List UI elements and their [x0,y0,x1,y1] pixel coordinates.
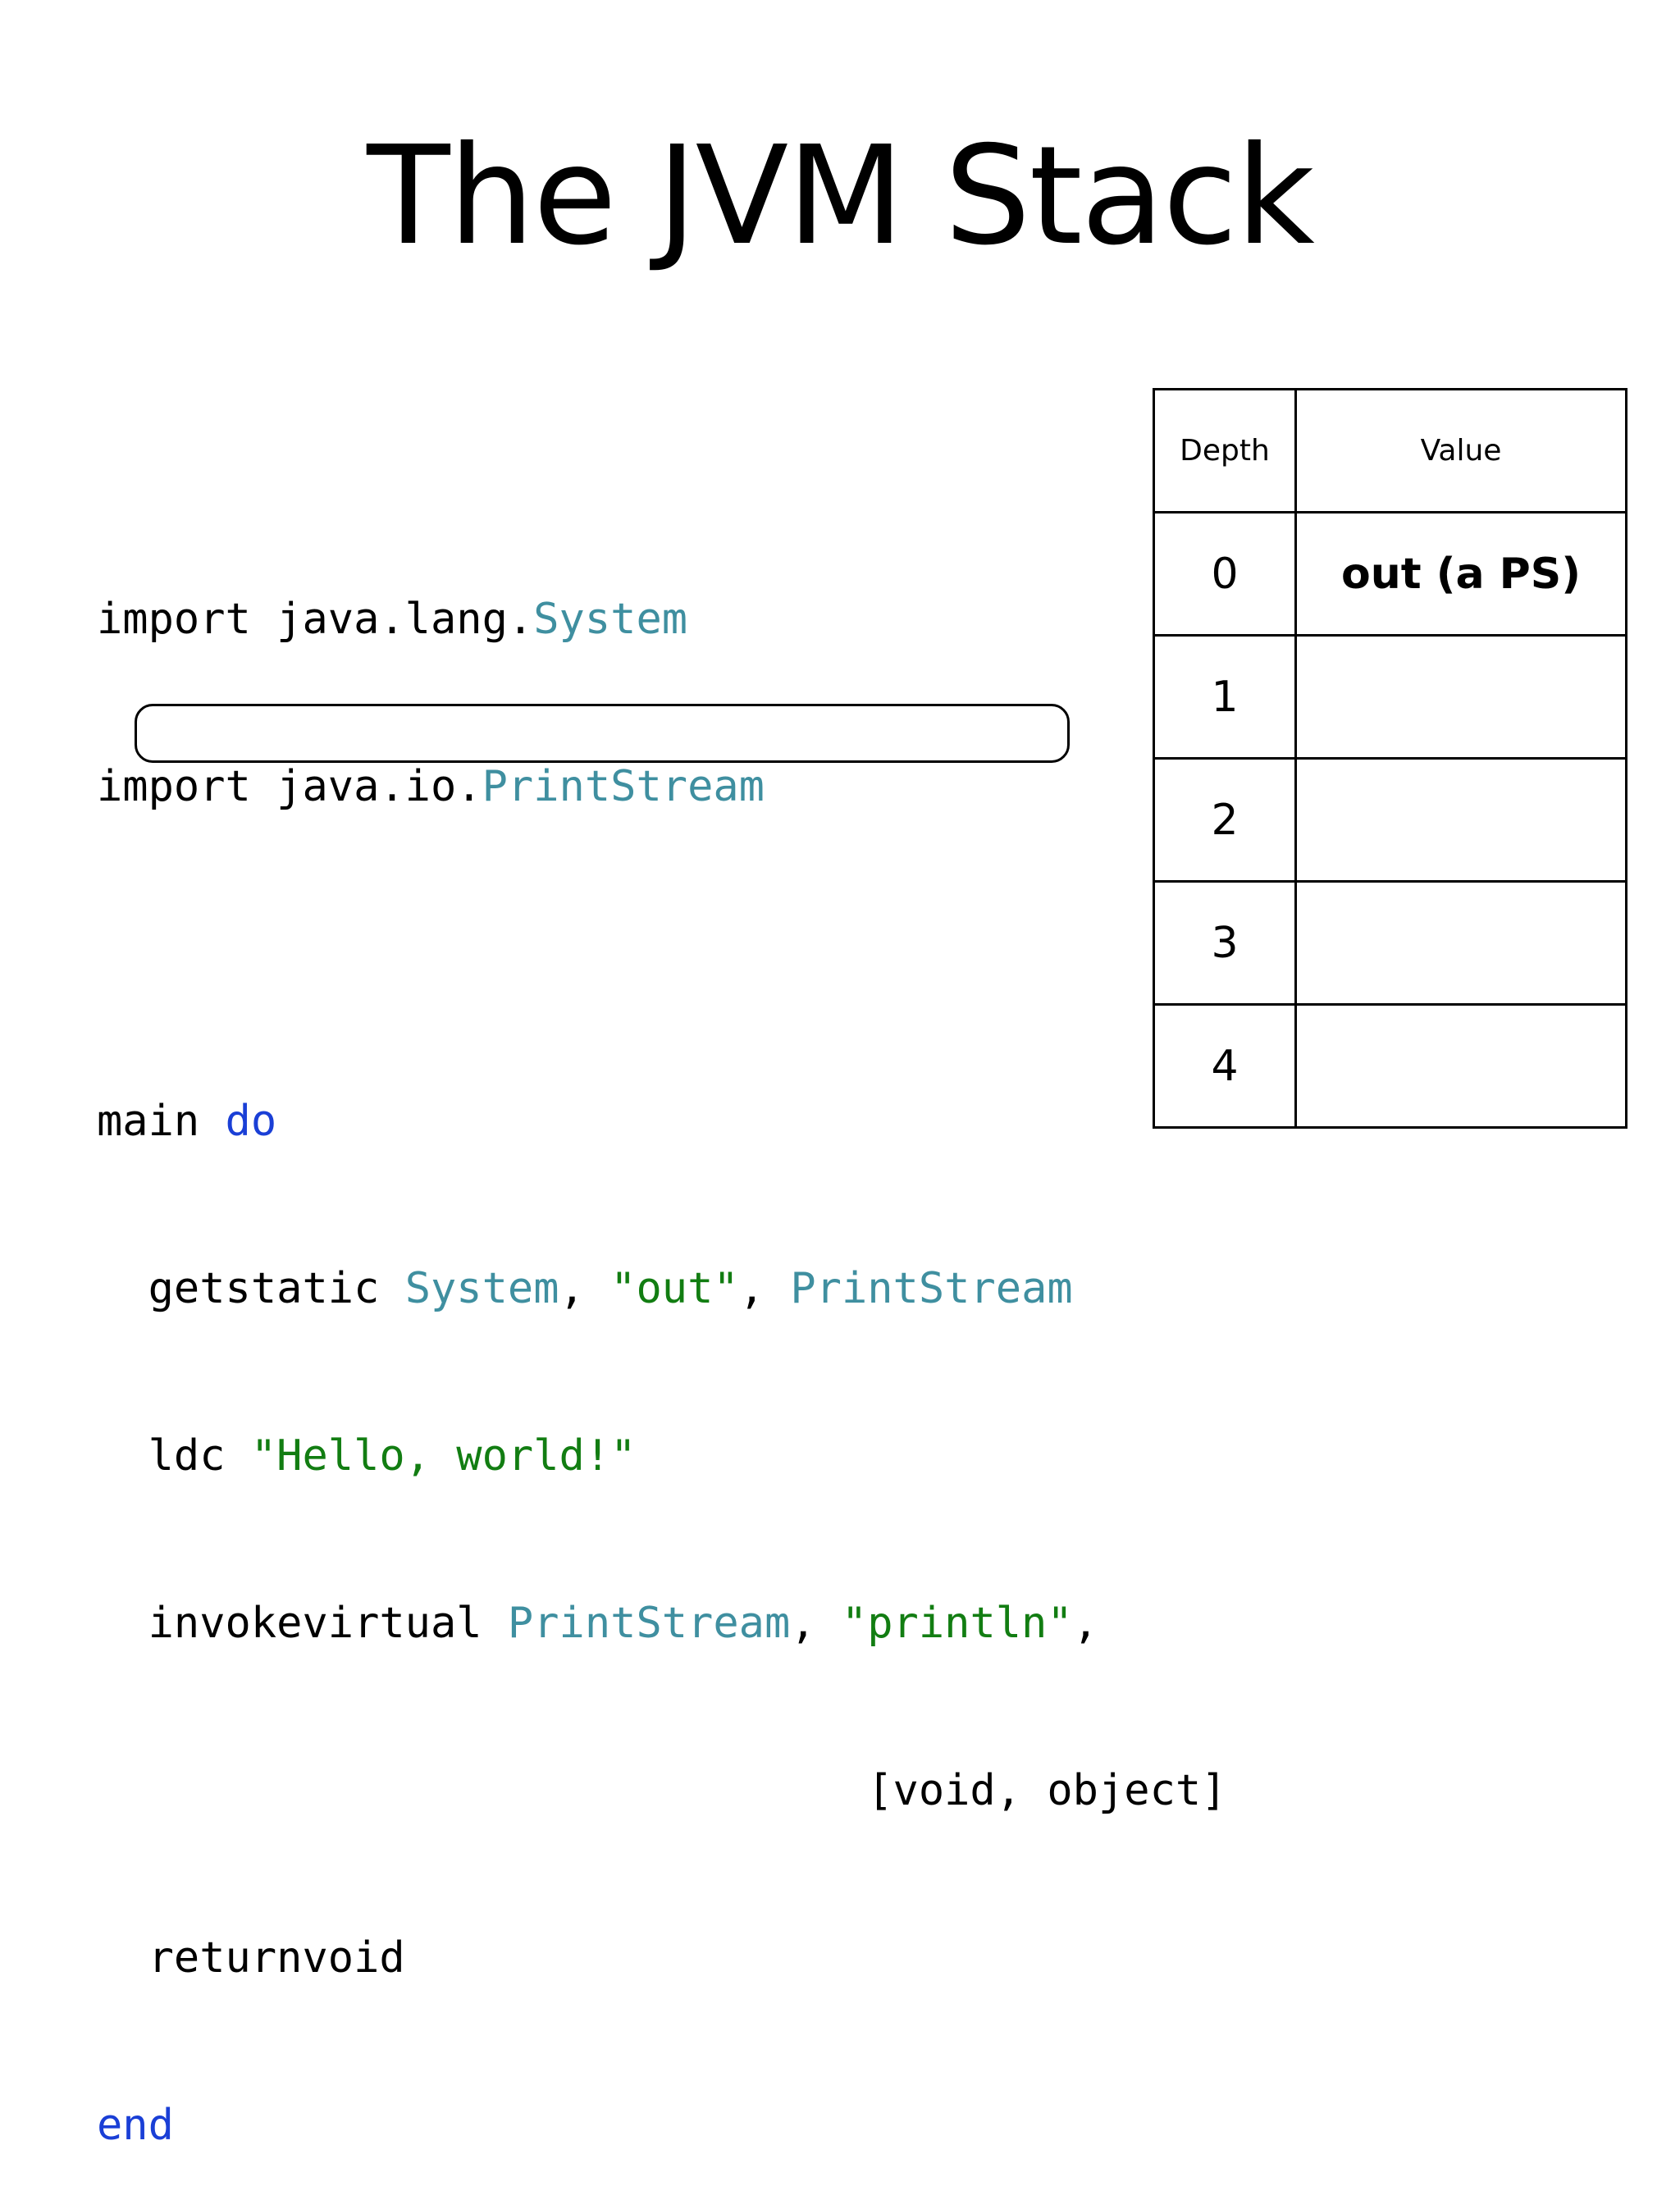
code-token: invokevirtual [97,1599,508,1648]
stack-row: 2 [1153,757,1628,883]
code-line: import java.lang.System [97,591,1227,647]
code-token: [void, object] [97,1766,1227,1815]
jvm-stack-table: Depth Value 0 out (a PS) 1 2 3 4 [1153,388,1628,1129]
stack-row: 1 [1153,634,1628,760]
code-token: do [225,1097,277,1146]
stack-row: 4 [1153,1003,1628,1129]
code-line: end [97,2097,1227,2153]
current-instruction-highlight [135,704,1070,763]
code-token: end [97,2101,174,2150]
code-token: main [97,1097,226,1146]
code-token: getstatic [97,1264,405,1313]
stack-value-cell [1294,757,1628,883]
code-token: "Hello, world!" [250,1431,637,1481]
code-token: returnvoid [97,1933,405,1983]
code-token: , [790,1599,842,1648]
code-token: import java.lang. [97,595,534,644]
code-line-highlighted: getstatic System, "out", PrintStream [97,1261,1227,1317]
code-line-blank [97,926,1227,982]
code-token: , [559,1264,611,1313]
code-line: ldc "Hello, world!" [97,1428,1227,1484]
code-line: import java.io.PrintStream [97,759,1227,815]
code-token: , [738,1264,791,1313]
stack-value-cell [1294,880,1628,1006]
stack-depth-cell: 1 [1153,634,1297,760]
code-token: "println" [841,1599,1073,1648]
stack-depth-cell: 0 [1153,511,1297,637]
depth-header: Depth [1153,388,1297,513]
code-token: PrintStream [507,1599,791,1648]
code-line: returnvoid [97,1930,1227,1986]
code-line: main do [97,1093,1227,1149]
stack-depth-cell: 4 [1153,1003,1297,1129]
code-line: [void, object] [97,1763,1227,1819]
slide-title: The JVM Stack [367,117,1315,276]
stack-row: 3 [1153,880,1628,1006]
code-token: import java.io. [97,762,482,811]
code-line: invokevirtual PrintStream, "println", [97,1595,1227,1651]
code-token: System [533,595,688,644]
stack-depth-cell: 3 [1153,880,1297,1006]
code-token: , [1072,1599,1098,1648]
code-token: System [404,1264,559,1313]
code-token: PrintStream [790,1264,1073,1313]
value-header: Value [1294,388,1628,513]
stack-row: 0 out (a PS) [1153,511,1628,637]
stack-value-cell [1294,1003,1628,1129]
stack-value-cell [1294,634,1628,760]
code-token: PrintStream [482,762,765,811]
code-token: ldc [97,1431,251,1481]
code-token: "out" [610,1264,739,1313]
stack-depth-cell: 2 [1153,757,1297,883]
stack-value-cell: out (a PS) [1294,511,1628,637]
stack-header-row: Depth Value [1153,388,1628,513]
